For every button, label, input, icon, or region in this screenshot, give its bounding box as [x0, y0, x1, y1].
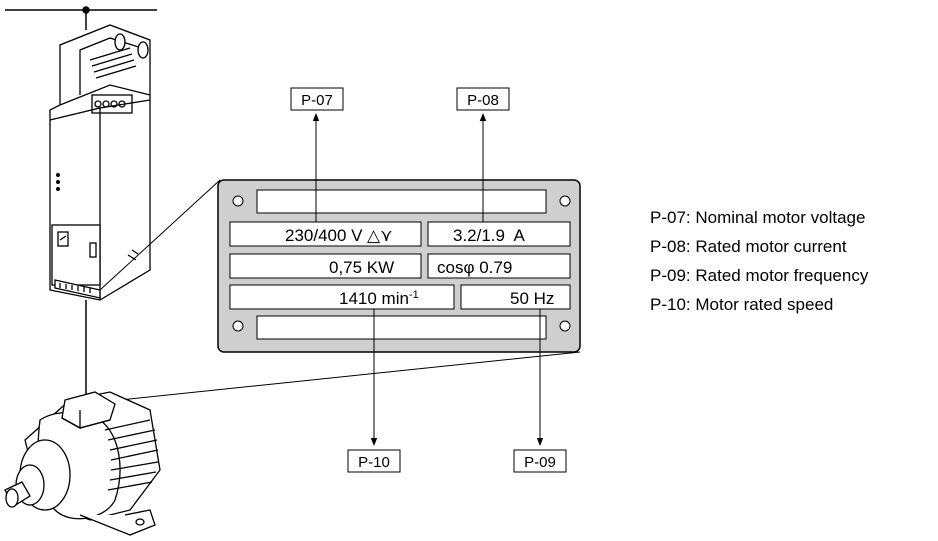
- legend-item-p09: P-09: Rated motor frequency: [650, 265, 868, 287]
- screw-hole: [232, 195, 244, 207]
- legend-text: Nominal motor voltage: [695, 208, 866, 227]
- speed-number: 1410 min: [339, 289, 409, 308]
- electric-motor-icon: [4, 391, 161, 536]
- param-box-p07: P-07: [290, 87, 344, 111]
- param-label-p10: P-10: [358, 454, 390, 471]
- legend-item-p07: P-07: Nominal motor voltage: [650, 207, 865, 229]
- legend-separator: :: [685, 208, 691, 227]
- speed-value: 1410 min-1: [339, 289, 419, 308]
- power-value: 0,75 KW: [329, 258, 394, 277]
- legend-separator: :: [685, 237, 691, 256]
- legend-code: P-07: [650, 208, 686, 227]
- supply-line: [5, 6, 157, 30]
- legend-item-p10: P-10: Motor rated speed: [650, 294, 833, 316]
- plate-field-power: [229, 253, 422, 279]
- param-box-p10: P-10: [347, 449, 401, 473]
- param-box-p09: P-09: [513, 449, 567, 473]
- legend-text: Rated motor frequency: [695, 266, 869, 285]
- plate-field-current: [427, 221, 571, 247]
- legend-text: Rated motor current: [695, 237, 847, 256]
- param-box-p08: P-08: [456, 87, 510, 111]
- legend-code: P-10: [650, 295, 686, 314]
- star-delta-symbol: △⋎: [367, 226, 393, 245]
- plate-field-speed: [229, 284, 455, 310]
- pointer-arrows: [312, 113, 544, 446]
- frequency-inverter-icon: [49, 24, 151, 301]
- plate-field-blank-bottom: [256, 315, 547, 340]
- frequency-value: 50 Hz: [510, 289, 554, 308]
- plate-zoom-lines: [99, 179, 581, 401]
- legend-item-p08: P-08: Rated motor current: [650, 236, 847, 258]
- plate-field-voltage: [229, 221, 422, 247]
- rating-plate: 230/400 V △⋎ 3.2/1.9 A 0,75 KW cosφ 0.79…: [217, 179, 581, 353]
- screw-hole: [559, 195, 571, 207]
- cosphi-value: cosφ 0.79: [437, 258, 512, 277]
- legend-code: P-09: [650, 266, 686, 285]
- legend-separator: :: [685, 295, 691, 314]
- screw-hole: [232, 320, 244, 332]
- screw-hole: [559, 320, 571, 332]
- param-label-p07: P-07: [301, 92, 333, 109]
- plate-field-blank-top: [256, 189, 547, 214]
- current-value: 3.2/1.9 A: [453, 226, 525, 245]
- param-label-p08: P-08: [467, 92, 499, 109]
- legend-text: Motor rated speed: [695, 295, 834, 314]
- param-label-p09: P-09: [524, 454, 556, 471]
- plate-field-frequency: [460, 284, 571, 310]
- voltage-value: 230/400 V: [285, 226, 363, 245]
- legend-code: P-08: [650, 237, 686, 256]
- plate-field-cosphi: [427, 253, 571, 279]
- speed-exponent: -1: [409, 289, 419, 301]
- legend-separator: :: [685, 266, 691, 285]
